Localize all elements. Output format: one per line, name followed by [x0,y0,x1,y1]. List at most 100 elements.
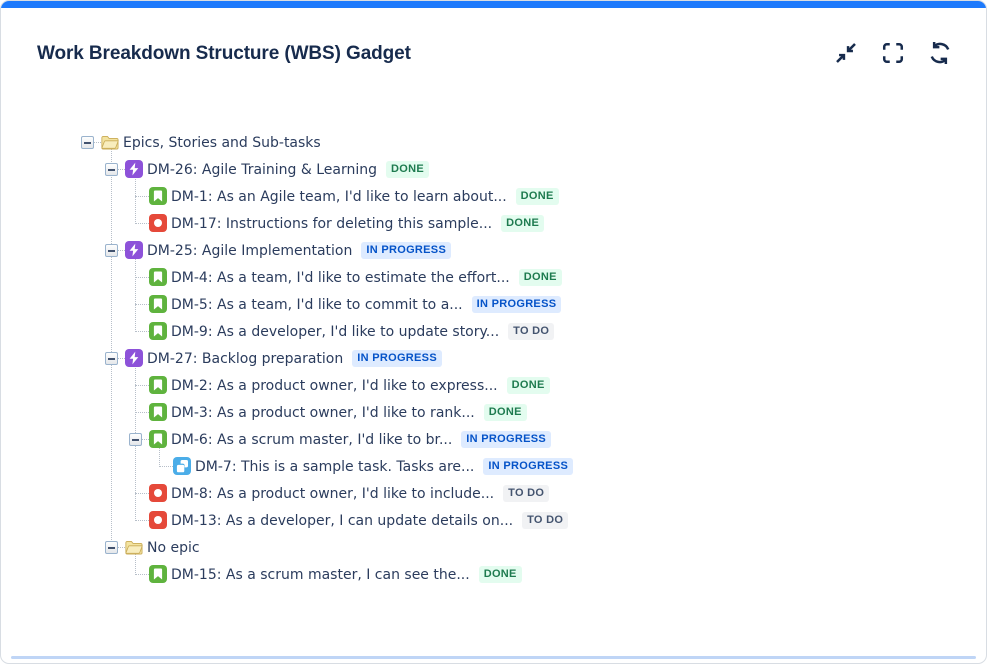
tree-connector-stub [111,358,125,359]
story-icon [149,295,167,313]
tree-row: DM-7: This is a sample task. Tasks are..… [81,453,971,480]
tree-connector-stub [135,385,149,386]
tree-connector-stub [135,520,149,521]
tree-row: Epics, Stories and Sub-tasks [81,129,971,156]
status-badge: DONE [478,566,522,583]
horizontal-scrollbar[interactable] [11,656,976,659]
story-icon [149,322,167,340]
refresh-icon [927,40,953,69]
status-badge: IN PROGRESS [461,431,552,448]
tree-expander-collapse[interactable] [105,541,118,554]
wbs-tree: Epics, Stories and Sub-tasks DM-26: Agil… [81,129,971,588]
epic-icon [125,160,143,178]
tree-connector-line [159,440,160,467]
status-badge: DONE [518,269,562,286]
story-icon [149,403,167,421]
status-badge: DONE [501,215,545,232]
story-icon [149,268,167,286]
tree-row: DM-13: As a developer, I can update deta… [81,507,971,534]
epic-icon [125,349,143,367]
tree-connector-stub [87,142,101,143]
story-icon [149,565,167,583]
tree-row: DM-17: Instructions for deleting this sa… [81,210,971,237]
tree-connector-stub [135,223,149,224]
status-badge: IN PROGRESS [483,458,574,475]
bug-icon [149,511,167,529]
tree-row: DM-8: As a product owner, I'd like to in… [81,480,971,507]
tree-expander-collapse[interactable] [105,244,118,257]
status-badge: TO DO [522,512,569,529]
tree-row: DM-4: As a team, I'd like to estimate th… [81,264,971,291]
fullscreen-icon [880,40,906,69]
tree-expander-collapse[interactable] [81,136,94,149]
group-label[interactable]: No epic [147,539,200,556]
tree-connector-line [111,143,112,548]
tree-row: DM-1: As an Agile team, I'd like to lear… [81,183,971,210]
status-badge: TO DO [503,485,550,502]
tree-row: DM-25: Agile Implementation IN PROGRESS [81,237,971,264]
tree-connector-stub [111,169,125,170]
issue-label[interactable]: DM-6: As a scrum master, I'd like to br.… [171,431,453,448]
page-title: Work Breakdown Structure (WBS) Gadget [37,43,411,64]
tree-connector-stub [135,277,149,278]
issue-label[interactable]: DM-5: As a team, I'd like to commit to a… [171,296,463,313]
issue-label[interactable]: DM-25: Agile Implementation [147,242,353,259]
card-accent-bar [1,1,986,8]
issue-label[interactable]: DM-4: As a team, I'd like to estimate th… [171,269,510,286]
tree-connector-stub [135,304,149,305]
collapse-button[interactable] [832,40,860,68]
issue-label[interactable]: DM-2: As a product owner, I'd like to ex… [171,377,498,394]
tree-connector-stub [135,439,149,440]
status-badge: DONE [386,161,430,178]
tree-row: DM-3: As a product owner, I'd like to ra… [81,399,971,426]
subtask-icon [173,457,191,475]
issue-label[interactable]: DM-1: As an Agile team, I'd like to lear… [171,188,507,205]
story-icon [149,430,167,448]
tree-connector-stub [111,250,125,251]
issue-label[interactable]: DM-13: As a developer, I can update deta… [171,512,514,529]
tree-expander-collapse[interactable] [105,163,118,176]
tree-row: No epic [81,534,971,561]
folder-icon [125,538,143,556]
tree-row: DM-15: As a scrum master, I can see the.… [81,561,971,588]
tree-connector-stub [135,412,149,413]
tree-row: DM-5: As a team, I'd like to commit to a… [81,291,971,318]
issue-label[interactable]: DM-27: Backlog preparation [147,350,344,367]
status-badge: DONE [483,404,527,421]
status-badge: DONE [515,188,559,205]
bug-icon [149,484,167,502]
tree-connector-stub [135,493,149,494]
tree-row: DM-26: Agile Training & Learning DONE [81,156,971,183]
bug-icon [149,214,167,232]
issue-label[interactable]: DM-9: As a developer, I'd like to update… [171,323,500,340]
tree-connector-stub [135,331,149,332]
gadget-toolbar [832,40,954,68]
tree-expander-collapse[interactable] [129,433,142,446]
group-label[interactable]: Epics, Stories and Sub-tasks [123,134,321,151]
status-badge: TO DO [508,323,555,340]
issue-label[interactable]: DM-3: As a product owner, I'd like to ra… [171,404,475,421]
fullscreen-button[interactable] [879,40,907,68]
tree-connector-line [135,251,136,332]
tree-row: DM-2: As a product owner, I'd like to ex… [81,372,971,399]
story-icon [149,376,167,394]
tree-expander-collapse[interactable] [105,352,118,365]
folder-icon [101,133,119,151]
tree-connector-line [135,170,136,224]
tree-row: DM-9: As a developer, I'd like to update… [81,318,971,345]
issue-label[interactable]: DM-8: As a product owner, I'd like to in… [171,485,495,502]
epic-icon [125,241,143,259]
status-badge: IN PROGRESS [352,350,442,367]
tree-connector-line [135,548,136,575]
issue-label[interactable]: DM-15: As a scrum master, I can see the.… [171,566,470,583]
refresh-button[interactable] [926,40,954,68]
issue-label[interactable]: DM-7: This is a sample task. Tasks are..… [195,458,475,475]
tree-connector-stub [135,196,149,197]
status-badge: IN PROGRESS [361,242,452,259]
issue-label[interactable]: DM-17: Instructions for deleting this sa… [171,215,493,232]
tree-row: DM-27: Backlog preparation IN PROGRESS [81,345,971,372]
tree-connector-stub [159,466,173,467]
status-badge: IN PROGRESS [471,296,562,313]
collapse-icon [833,40,859,69]
issue-label[interactable]: DM-26: Agile Training & Learning [147,161,378,178]
